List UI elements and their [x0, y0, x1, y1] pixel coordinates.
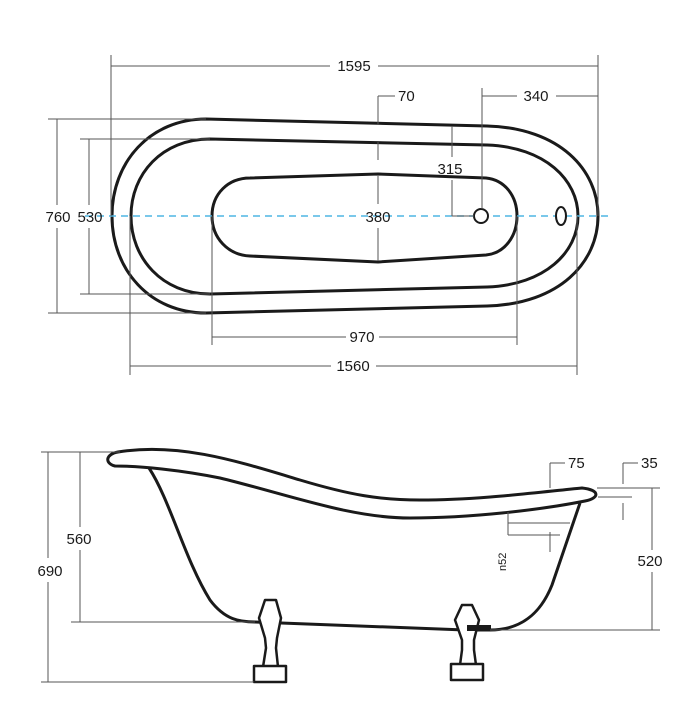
overflow-diameter-label: n52: [497, 553, 509, 571]
dimension-rim-width: 75: [549, 455, 585, 488]
tub-bottom-outline: [210, 172, 519, 264]
drain-offset-label: 340: [523, 88, 548, 105]
bottom-width-label: 380: [365, 209, 390, 226]
overall-width-label: 760: [45, 209, 70, 226]
rim-length-label: 1560: [336, 358, 369, 375]
dimension-rim-thickness: 35: [598, 455, 658, 520]
right-foot: [449, 603, 491, 682]
dimension-drain-offset: 340: [481, 88, 598, 209]
rim-thickness-label: 35: [641, 455, 658, 472]
left-foot: [252, 598, 288, 684]
dimension-total-height: 690: [37, 451, 254, 683]
tub-body-profile: [147, 467, 582, 632]
tub-outer-outline: [110, 117, 600, 315]
dimension-rim-length: 1560: [129, 216, 578, 375]
dimension-rim-offset: 70: [377, 88, 415, 160]
side-view: 690 560 520 75 35: [37, 447, 663, 684]
drain-distance-label: 315: [437, 161, 462, 178]
tub-height-label: 560: [66, 531, 91, 548]
drain-plug: [467, 625, 491, 631]
drain-hole: [473, 208, 489, 224]
total-height-label: 690: [37, 563, 62, 580]
dimension-inner-width: 530: [77, 138, 210, 295]
tub-inner-outline: [129, 137, 580, 296]
dimension-overall-width: 760: [45, 118, 206, 314]
overflow-hole: [555, 206, 567, 226]
dimension-bottom-length: 970: [211, 216, 518, 346]
dimension-overflow-diameter: n52: [497, 512, 570, 571]
dimension-bottom-width: 380: [365, 176, 391, 261]
bottom-length-label: 970: [349, 329, 374, 346]
overflow-height-label: 520: [637, 553, 662, 570]
tub-rim-profile: [106, 447, 598, 520]
rim-width-label: 75: [568, 455, 585, 472]
overall-length-label: 1595: [337, 58, 370, 75]
inner-width-label: 530: [77, 209, 102, 226]
rim-offset-label: 70: [398, 88, 415, 105]
dimension-drain-distance: 315: [437, 126, 474, 217]
dimension-tub-height: 560: [66, 452, 255, 623]
dimension-overall-length: 1595: [110, 55, 599, 216]
dimension-overflow-height: 520: [490, 487, 663, 631]
top-view: 1595 70 340 315 380: [45, 55, 612, 375]
